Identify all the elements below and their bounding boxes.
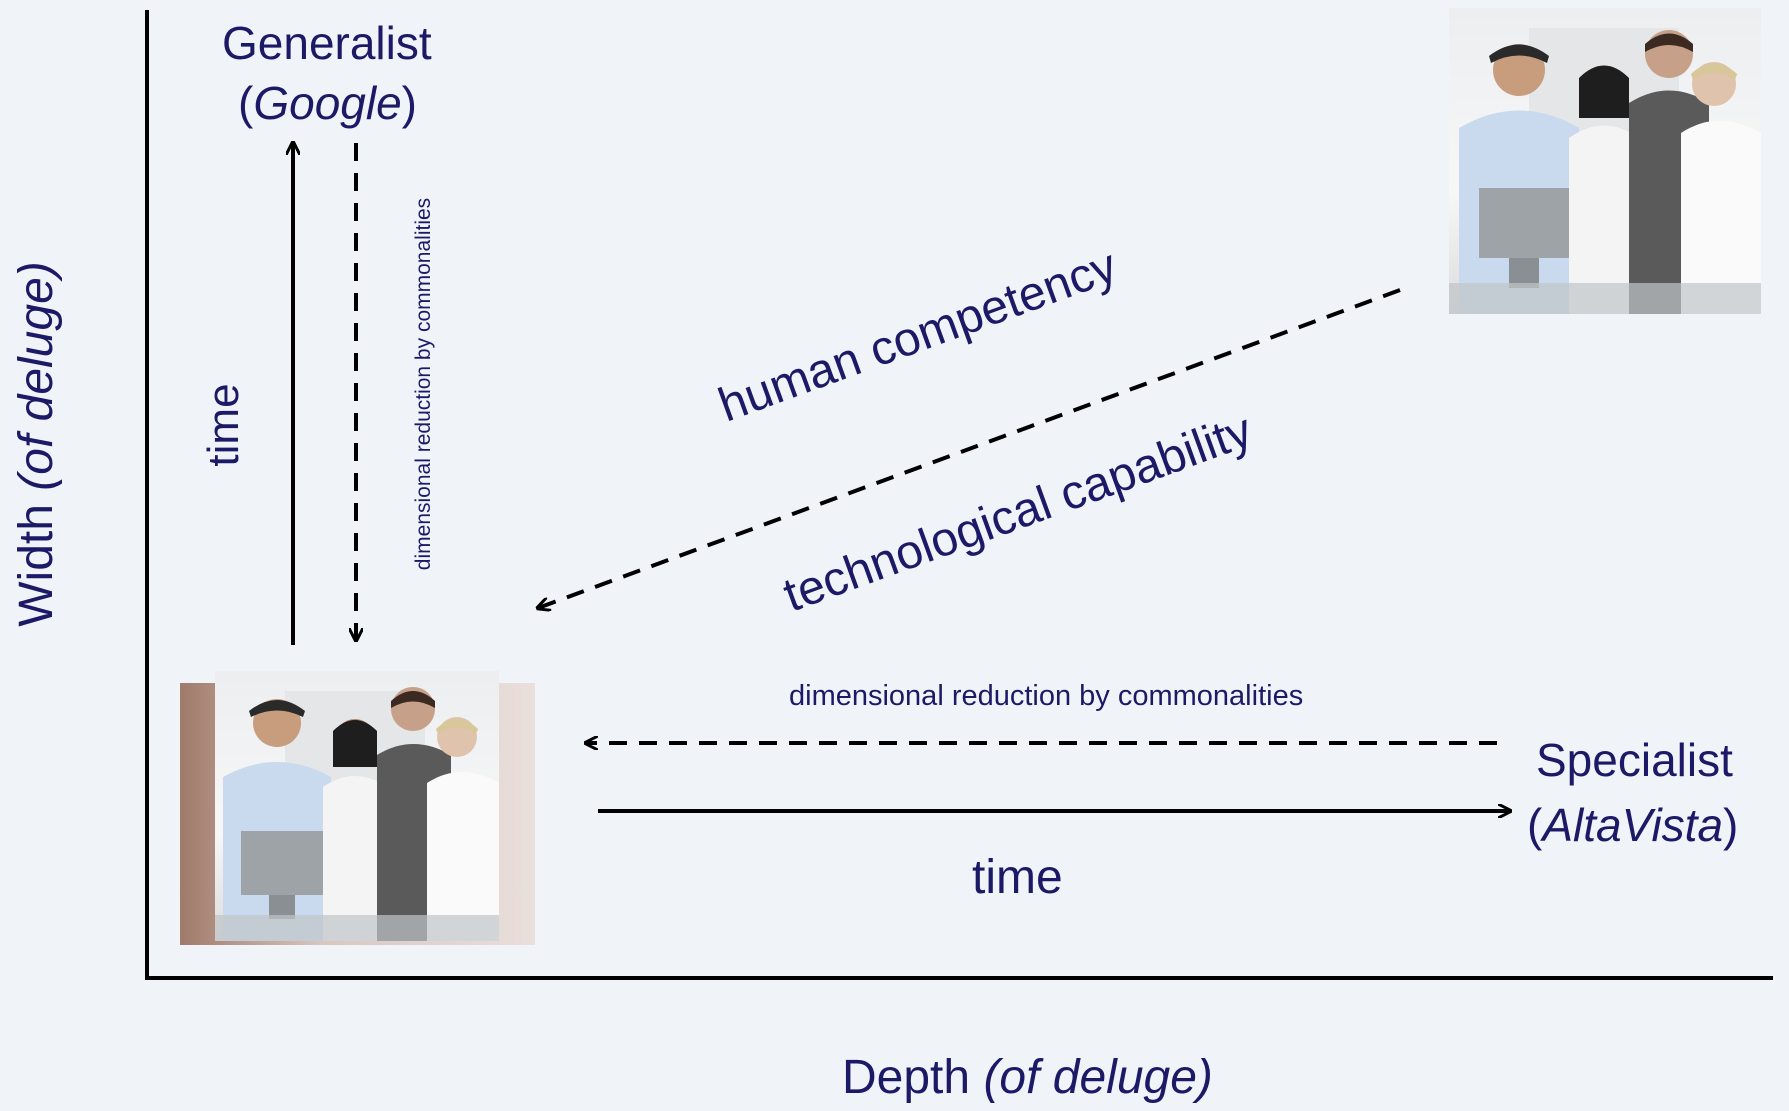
- generalist-close-paren: ): [401, 77, 417, 129]
- y-axis-label: Width (of deluge): [9, 224, 65, 664]
- group-people-illustration: [215, 687, 499, 941]
- generalist-google: Google: [253, 77, 402, 129]
- x-axis-qualifier: (of deluge): [983, 1051, 1213, 1104]
- group-photo-bottom-left: [215, 671, 499, 941]
- specialist-close-paren: ): [1723, 799, 1739, 851]
- specialist-altavista: AltaVista: [1542, 799, 1724, 851]
- group-photo-top-right: [1449, 8, 1761, 314]
- generalist-open-paren: (: [238, 77, 254, 129]
- x-axis-label: Depth (of deluge): [842, 1050, 1213, 1105]
- x-axis-word: Depth: [842, 1051, 971, 1104]
- diagonal-arrow: [538, 288, 1401, 608]
- generalist-title: Generalist: [222, 17, 432, 69]
- specialist-subtitle: (AltaVista): [1527, 798, 1738, 852]
- reduction-label-vertical: dimensional reduction by commonalities: [412, 197, 435, 571]
- y-axis-qualifier: (of deluge): [10, 261, 63, 491]
- y-axis-word: Width: [10, 504, 63, 627]
- time-label-horizontal: time: [972, 851, 1063, 904]
- group-people-illustration: [1449, 28, 1761, 314]
- time-label-vertical: time: [199, 383, 248, 467]
- generalist-subtitle: (Google): [238, 76, 417, 130]
- reduction-label-horizontal: dimensional reduction by commonalities: [789, 680, 1304, 712]
- specialist-open-paren: (: [1527, 799, 1543, 851]
- specialist-title: Specialist: [1536, 734, 1733, 786]
